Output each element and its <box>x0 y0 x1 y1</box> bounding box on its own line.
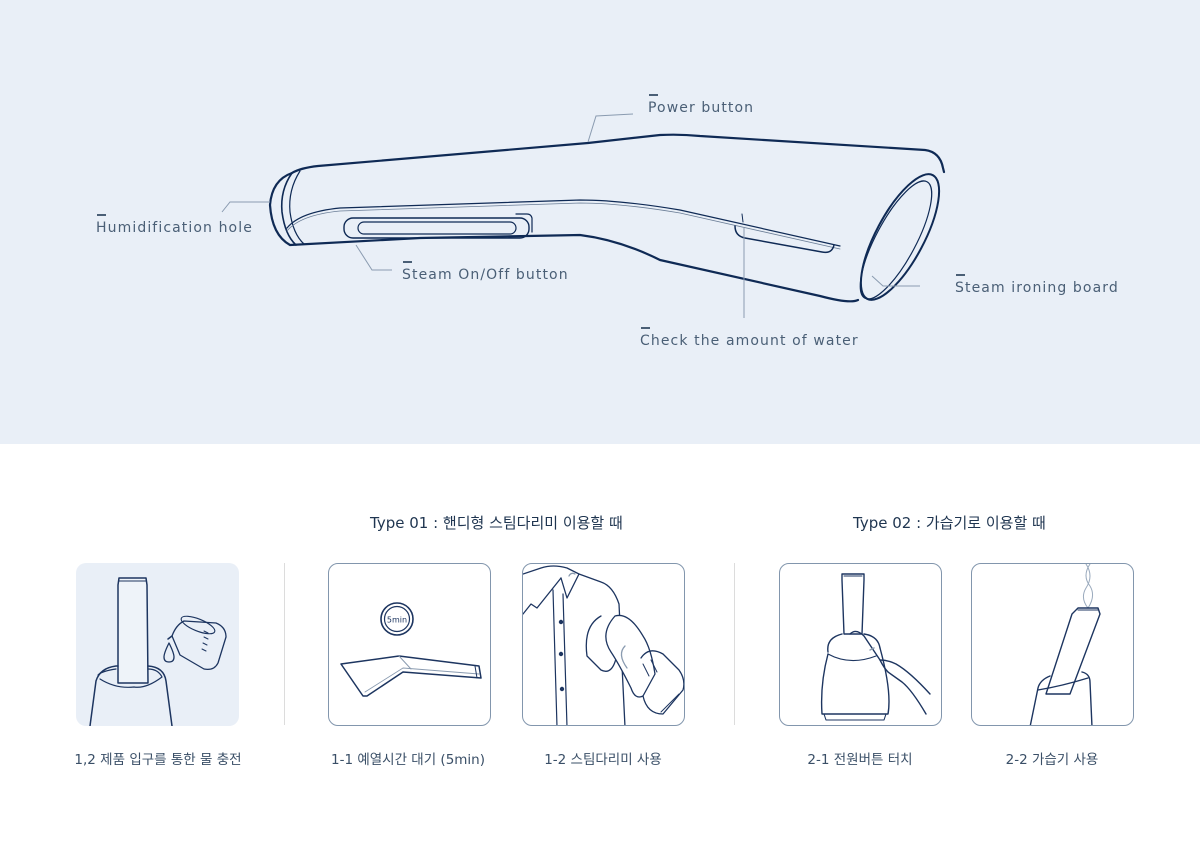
callout-dash <box>641 327 650 329</box>
steamer-product-illustration <box>221 113 946 318</box>
steam-iron-shirt-icon <box>523 565 684 725</box>
preheat-timer-icon: 5min <box>340 602 482 697</box>
vertical-divider <box>734 563 735 725</box>
step-card-steam-shirt <box>522 563 685 726</box>
humidifier-use-icon <box>1029 564 1101 725</box>
product-diagram-panel: Power button Humidification hole Steam O… <box>0 0 1200 444</box>
power-touch-icon <box>820 573 931 721</box>
callout-dash <box>956 274 965 276</box>
callout-steam-on-off-button: Steam On/Off button <box>402 261 569 283</box>
step-card-power-touch <box>779 563 942 726</box>
section-title-type-01: Type 01 : 핸디형 스팀다리미 이용할 때 <box>370 514 623 532</box>
callout-label: Humidification hole <box>96 220 253 236</box>
callout-label: Power button <box>648 100 755 116</box>
callout-label: Steam ironing board <box>955 280 1119 296</box>
callout-steam-ironing-board: Steam ironing board <box>955 274 1119 296</box>
callout-check-water: Check the amount of water <box>640 327 859 349</box>
callout-label: Steam On/Off button <box>402 267 569 283</box>
step-caption-steam-iron: 1-2 스팀다리미 사용 <box>544 752 662 768</box>
step-caption-water-refill: 1,2 제품 입구를 통한 물 충전 <box>74 752 242 768</box>
step-caption-humidifier: 2-2 가습기 사용 <box>1005 752 1099 768</box>
step-caption-preheat: 1-1 예열시간 대기 (5min) <box>330 752 486 768</box>
callout-power-button: Power button <box>648 94 754 116</box>
callout-label: Check the amount of water <box>640 333 859 349</box>
water-refill-icon <box>89 577 227 726</box>
timer-label: 5min <box>387 616 407 625</box>
callout-humidification-hole: Humidification hole <box>96 214 253 236</box>
step-caption-power-touch: 2-1 전원버튼 터치 <box>807 752 913 768</box>
step-card-preheat: 5min <box>328 563 491 726</box>
callout-dash <box>403 261 412 263</box>
callout-dash <box>97 214 106 216</box>
step-card-humidifier <box>971 563 1134 726</box>
callout-dash <box>649 94 658 96</box>
vertical-divider <box>284 563 285 725</box>
step-card-water-refill <box>76 563 239 726</box>
section-title-type-02: Type 02 : 가습기로 이용할 때 <box>853 514 1046 532</box>
